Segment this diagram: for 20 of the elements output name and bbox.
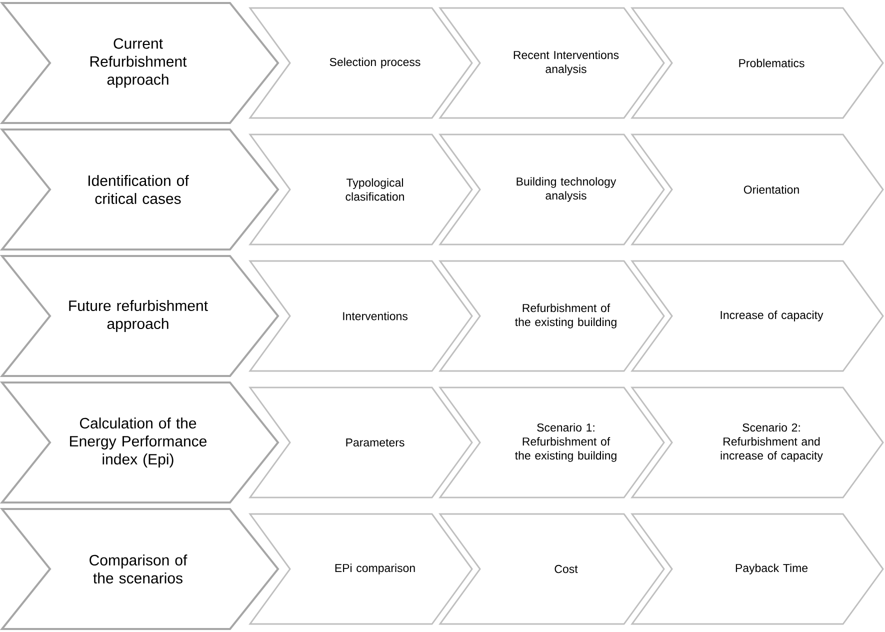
chevron-step: Typological clasification xyxy=(248,134,473,246)
chevron-step: Payback Time xyxy=(630,513,884,625)
chevron-step: Scenario 2: Refurbishment and increase of capacity xyxy=(630,386,884,498)
chevron-step: Building technology analysis xyxy=(438,134,665,246)
chevron-step: EPi comparison xyxy=(248,513,473,625)
chevron-heading: Calculation of the Energy Performance index (Epi) xyxy=(0,382,280,504)
chevron-step: Refurbishment of the existing building xyxy=(438,260,665,372)
chevron-heading: Current Refurbishment approach xyxy=(0,2,280,124)
chevron-heading: Future refurbishment approach xyxy=(0,255,280,377)
chevron-step: Cost xyxy=(438,513,665,625)
chevron-step: Scenario 1: Refurbishment of the existing building xyxy=(438,386,665,498)
chevron-step: Increase of capacity xyxy=(630,260,884,372)
chevron-step: Problematics xyxy=(630,7,884,119)
chevron-step: Recent Interventions analysis xyxy=(438,7,665,119)
chevron-step: Selection process xyxy=(248,7,473,119)
chevron-step: Orientation xyxy=(630,134,884,246)
chevron-heading: Identification of critical cases xyxy=(0,128,280,250)
chevron-heading: Comparison of the scenarios xyxy=(0,508,280,630)
chevron-step: Parameters xyxy=(248,386,473,498)
chevron-step: Interventions xyxy=(248,260,473,372)
